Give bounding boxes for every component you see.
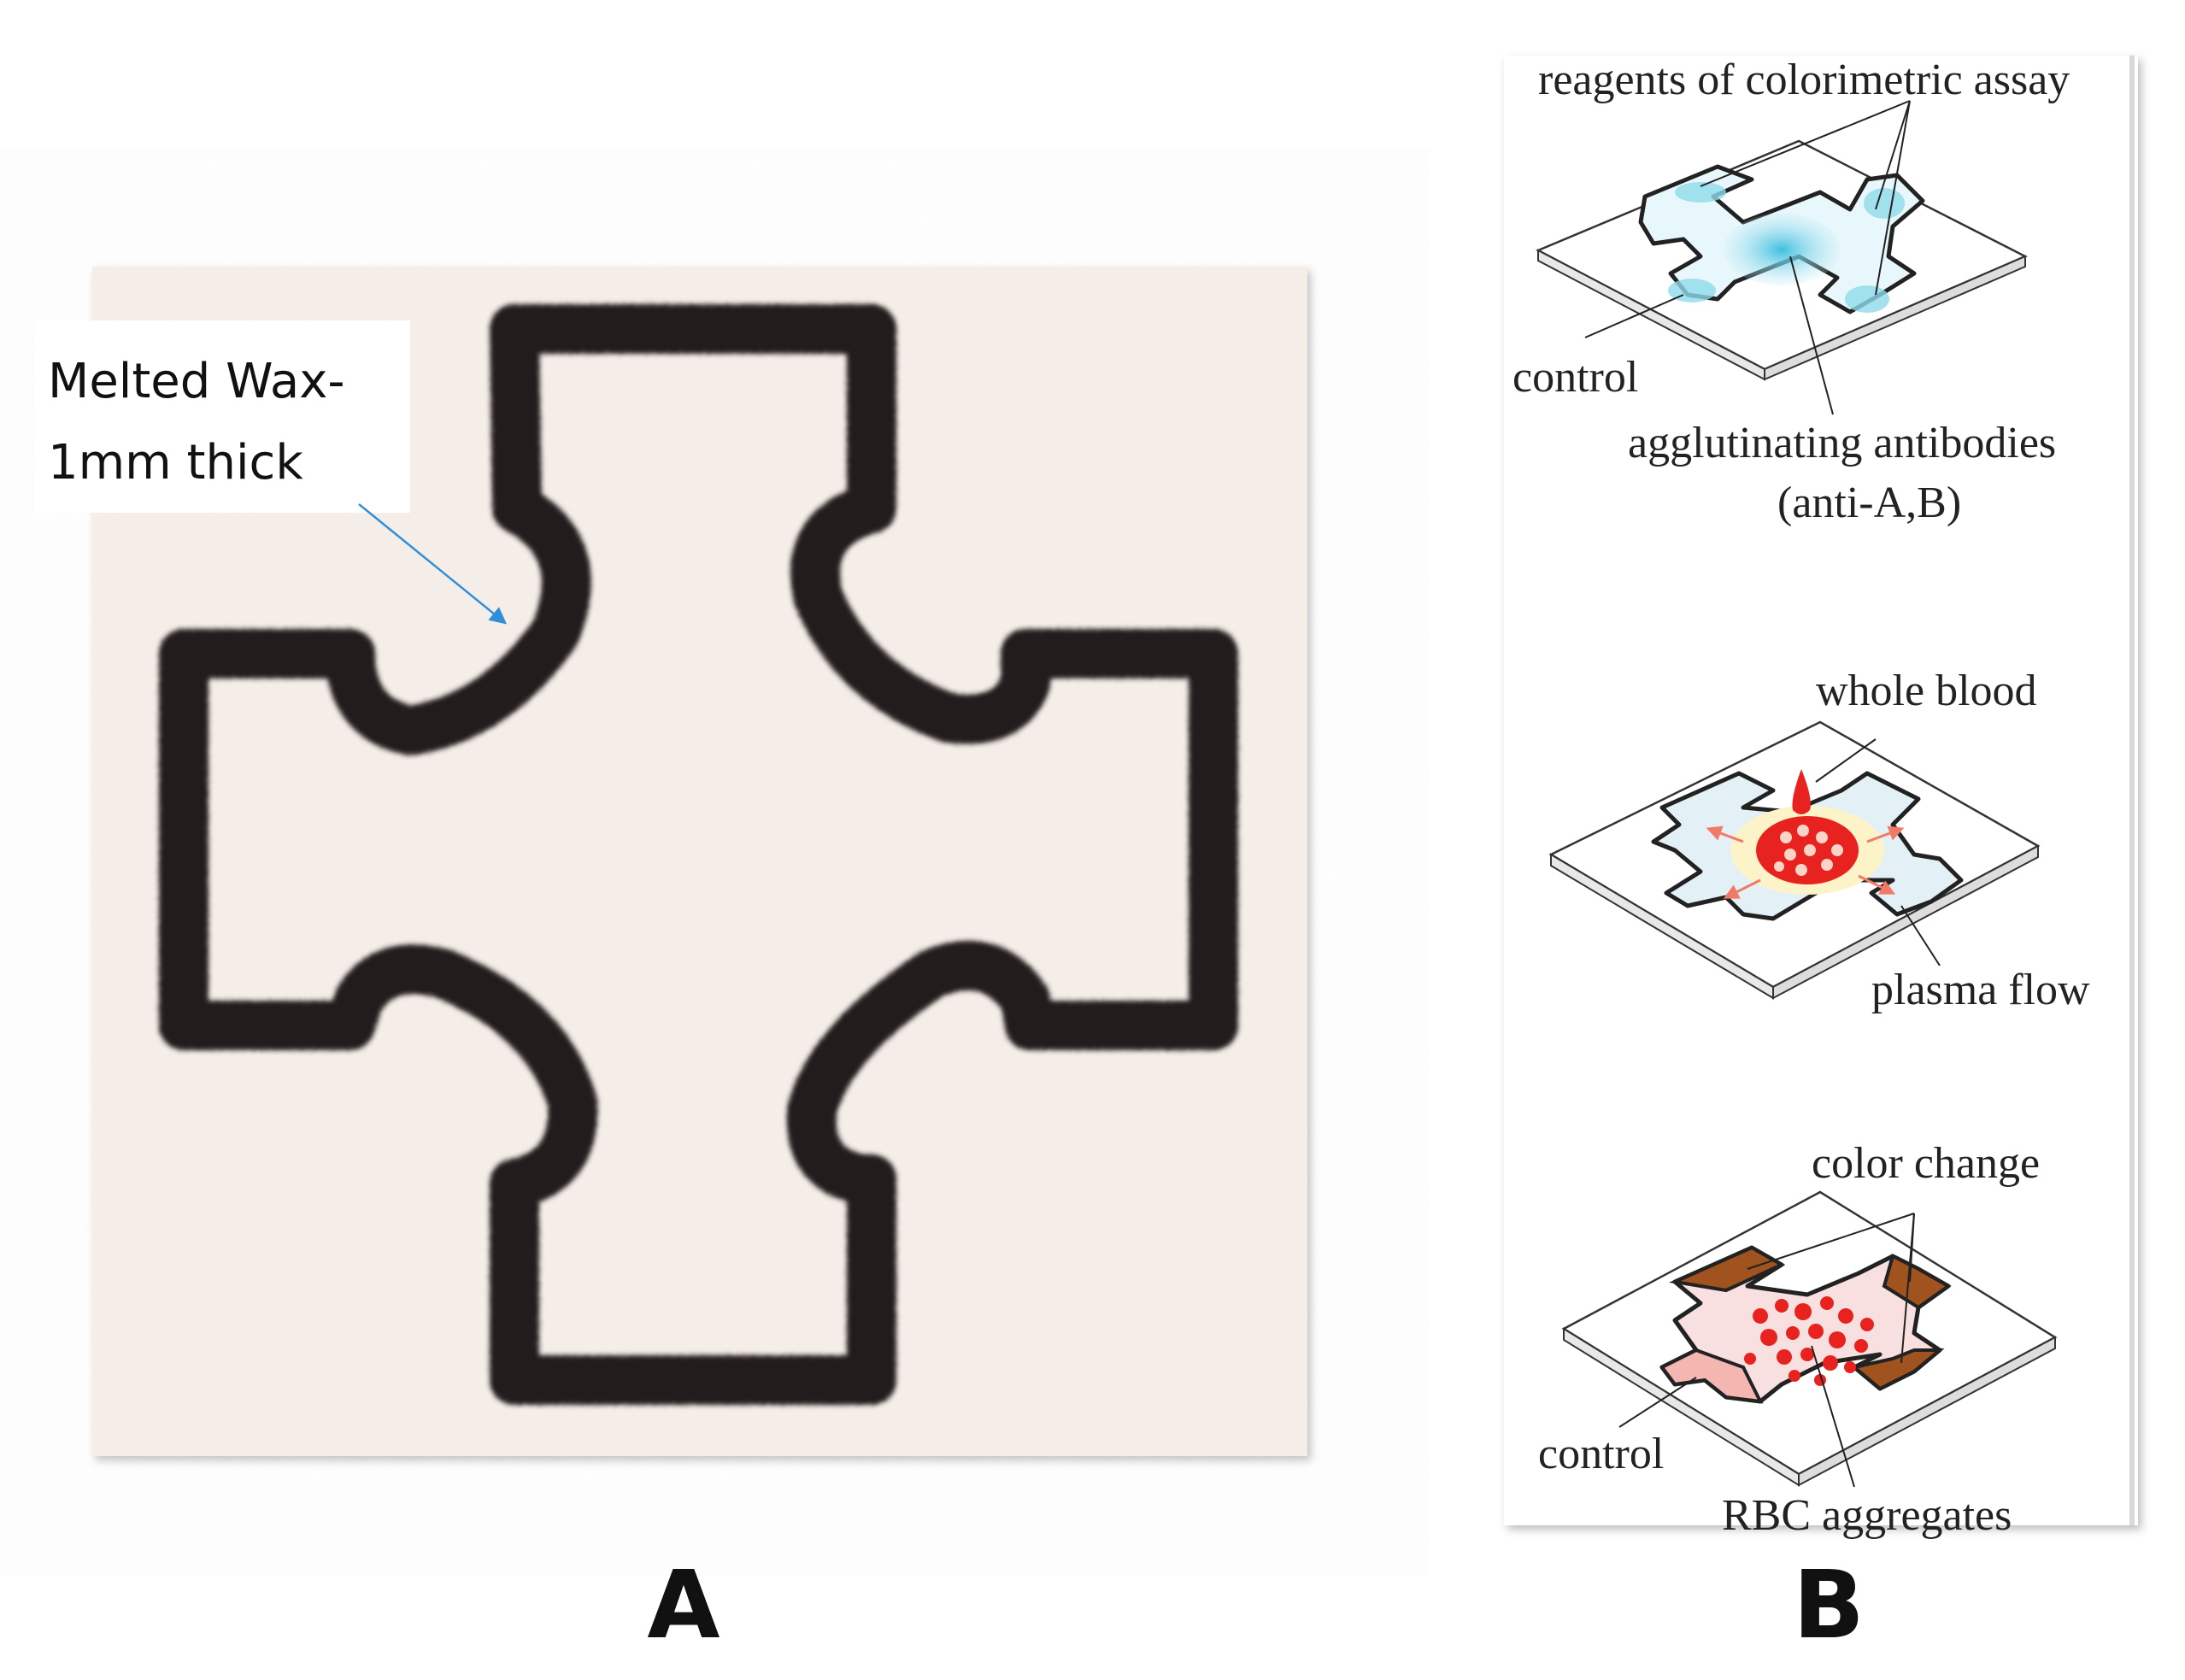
leader-reagents-2 <box>1875 100 1911 210</box>
label-rbc: RBC aggregates <box>1722 1491 2012 1540</box>
reagent-center <box>1724 214 1840 285</box>
leader-color-change-3 <box>1900 1213 1915 1364</box>
label-control-top: control <box>1512 353 1638 402</box>
color-change-top-right <box>1882 1254 1952 1310</box>
flow-arrows <box>1706 825 1905 899</box>
diagram-reagents: reagents of colorimetric assay control a… <box>1512 56 2070 527</box>
reagent-bottom-right <box>1845 285 1889 313</box>
blood-drop <box>1792 769 1811 814</box>
panel-b-right-edge <box>2129 56 2135 1525</box>
leader-color-change-1 <box>1747 1213 1915 1270</box>
leader-rbc <box>1811 1345 1855 1488</box>
label-control-bottom: control <box>1538 1430 1664 1478</box>
diagram-whole-blood: whole blood plasma flow <box>1548 667 2090 1014</box>
color-change-bottom-right <box>1850 1348 1945 1391</box>
diagram-color-change: color change control RBC aggregates <box>1538 1139 2058 1540</box>
wax-barrier <box>159 304 1238 1405</box>
label-plasma-flow: plasma flow <box>1871 966 2090 1014</box>
paper-edge-middle-right <box>1772 844 2039 1000</box>
leader-control-bottom <box>1618 1377 1697 1428</box>
label-reagents: reagents of colorimetric assay <box>1538 56 2070 104</box>
reagent-top-left <box>1675 182 1726 203</box>
panel-b: reagents of colorimetric assay control a… <box>1504 56 2138 1659</box>
paper-edge-bottom-right <box>1798 1336 2056 1487</box>
leader-plasma-flow <box>1900 905 1941 966</box>
leader-antibodies <box>1789 256 1834 415</box>
annotation-box <box>34 320 410 513</box>
leader-reagents-1 <box>1700 100 1911 187</box>
panel-label-b: B <box>1793 1550 1865 1659</box>
annotation-line-1: Melted Wax- <box>48 354 345 409</box>
label-whole-blood: whole blood <box>1816 667 2037 715</box>
reagent-top-right <box>1864 188 1905 219</box>
color-change-top-left <box>1669 1245 1786 1293</box>
annotation-line-2: 1mm thick <box>48 435 303 490</box>
panel-label-a: A <box>647 1550 720 1659</box>
label-antibodies-2: (anti-A,B) <box>1777 479 1961 527</box>
leader-whole-blood <box>1815 738 1877 783</box>
rbc-dots-middle <box>1774 825 1843 876</box>
label-antibodies-1: agglutinating antibodies <box>1628 419 2056 467</box>
leader-control-top <box>1584 294 1684 338</box>
annotation-arrow <box>358 503 508 625</box>
leader-reagents-3 <box>1875 100 1911 296</box>
rbc-aggregates <box>1744 1296 1874 1386</box>
paper-edge-top-right <box>1764 255 2026 381</box>
label-color-change: color change <box>1812 1139 2040 1188</box>
panel-a: Melted Wax- 1mm thick A <box>34 267 1307 1659</box>
control-zone-bottom <box>1659 1348 1764 1404</box>
